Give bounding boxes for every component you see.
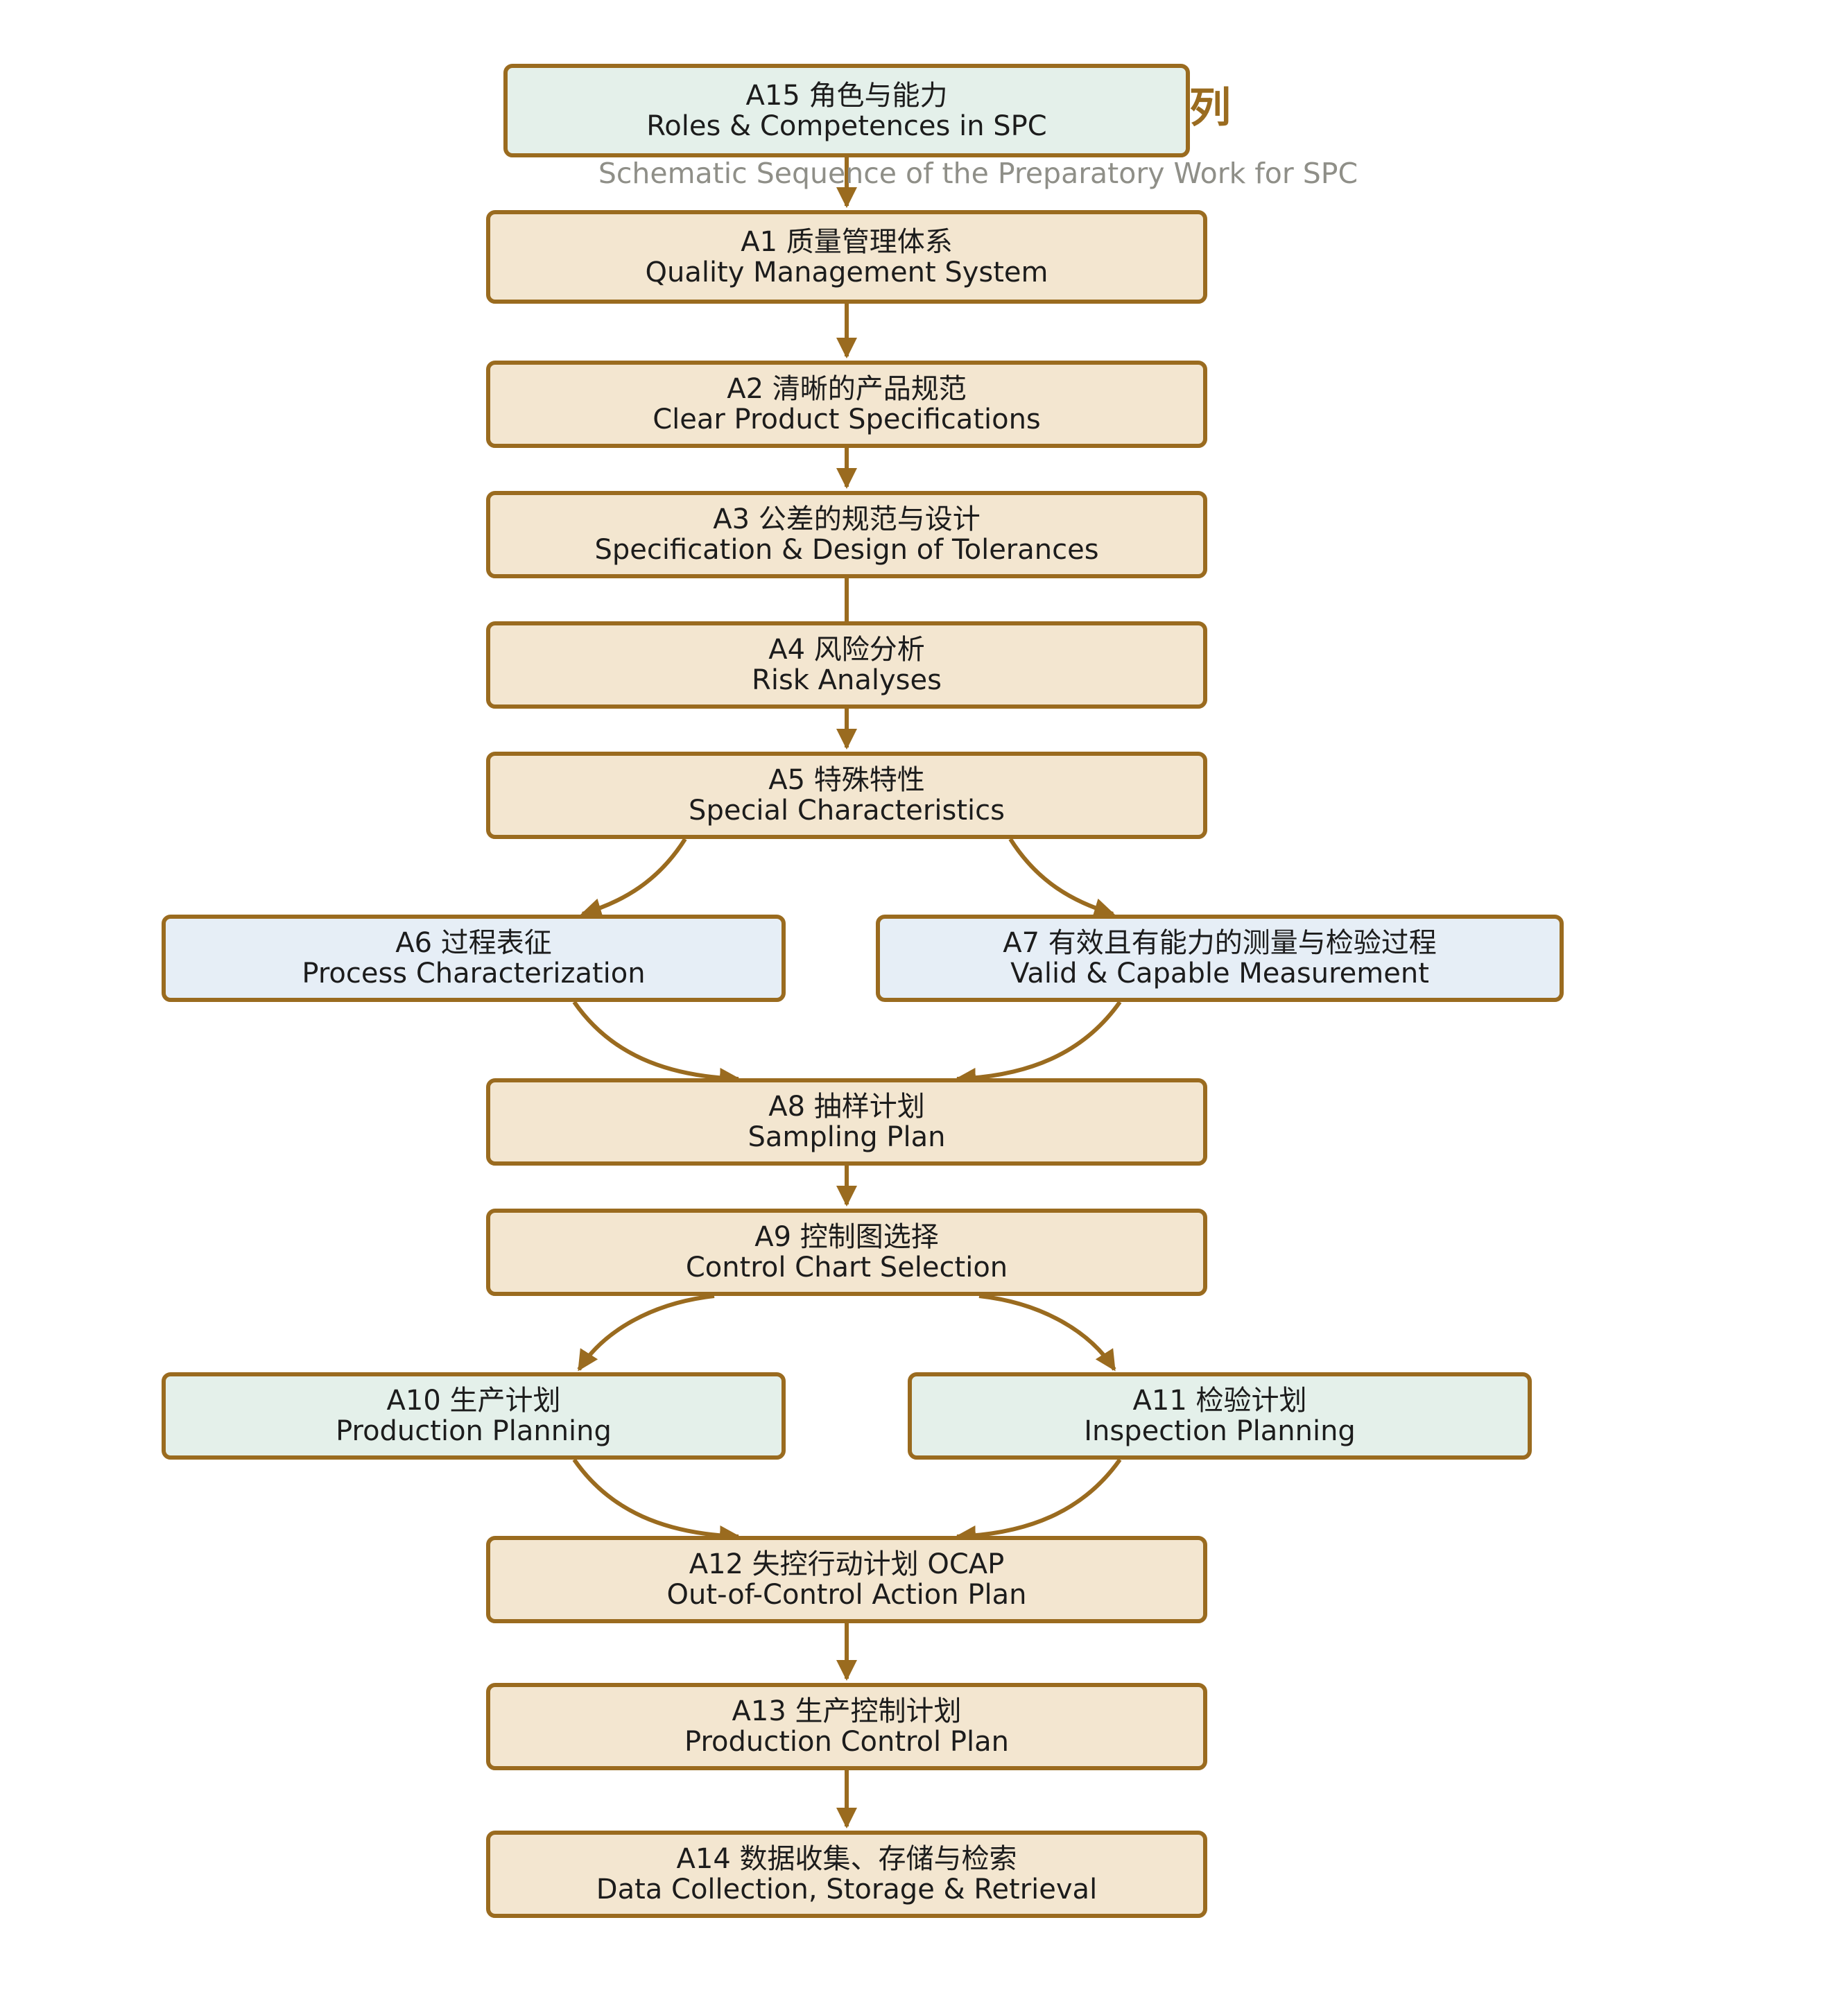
node-a8-label-zh: A8 抽样计划 xyxy=(768,1091,925,1123)
node-a10-label-en: Production Planning xyxy=(336,1415,612,1447)
node-a13-production-control-plan: A13 生产控制计划 Production Control Plan xyxy=(486,1683,1207,1770)
node-a1-quality-management: A1 质量管理体系 Quality Management System xyxy=(486,210,1207,304)
node-a1-label-zh: A1 质量管理体系 xyxy=(741,225,953,258)
node-a15-label-zh: A15 角色与能力 xyxy=(745,79,948,112)
node-a11-label-en: Inspection Planning xyxy=(1084,1415,1356,1447)
node-a8-label-en: Sampling Plan xyxy=(748,1121,946,1153)
node-a9-label-zh: A9 控制图选择 xyxy=(754,1221,939,1253)
node-a4-label-zh: A4 风险分析 xyxy=(768,634,925,666)
node-a10-production-planning: A10 生产计划 Production Planning xyxy=(162,1372,786,1460)
node-a11-inspection-planning: A11 检验计划 Inspection Planning xyxy=(908,1372,1532,1460)
connector-a11-a12 xyxy=(955,1458,1122,1546)
connector-a7-a8 xyxy=(955,1001,1122,1089)
connector-a9-a10 xyxy=(577,1294,715,1372)
node-a9-control-chart-selection: A9 控制图选择 Control Chart Selection xyxy=(486,1209,1207,1296)
node-a9-label-en: Control Chart Selection xyxy=(685,1252,1008,1283)
node-a4-label-en: Risk Analyses xyxy=(752,664,942,696)
diagram-title-fragment: 列 xyxy=(1189,84,1231,132)
node-a8-sampling-plan: A8 抽样计划 Sampling Plan xyxy=(486,1078,1207,1166)
node-a10-label-zh: A10 生产计划 xyxy=(386,1385,561,1417)
node-a15-roles-competences: A15 角色与能力 Roles & Competences in SPC xyxy=(503,64,1190,157)
node-a2-label-zh: A2 清晰的产品规范 xyxy=(727,373,967,405)
connector-a5-a6 xyxy=(580,838,687,919)
node-a13-label-zh: A13 生产控制计划 xyxy=(732,1695,962,1727)
node-a7-label-zh: A7 有效且有能力的测量与检验过程 xyxy=(1003,927,1437,959)
node-a6-process-characterization: A6 过程表征 Process Characterization xyxy=(162,915,786,1002)
node-a1-label-en: Quality Management System xyxy=(645,256,1048,288)
node-a12-ocap: A12 失控行动计划 OCAP Out-of-Control Action Pl… xyxy=(486,1536,1207,1623)
node-a13-label-en: Production Control Plan xyxy=(684,1726,1009,1758)
connector-a9-a11 xyxy=(978,1294,1116,1372)
node-a14-label-zh: A14 数据收集、存储与检索 xyxy=(676,1843,1017,1875)
node-a14-data-collection: A14 数据收集、存储与检索 Data Collection, Storage … xyxy=(486,1831,1207,1918)
node-a5-special-characteristics: A5 特殊特性 Special Characteristics xyxy=(486,752,1207,839)
node-a12-label-zh: A12 失控行动计划 OCAP xyxy=(689,1548,1005,1580)
diagram-subtitle: Schematic Sequence of the Preparatory Wo… xyxy=(598,157,1358,190)
node-a5-label-zh: A5 特殊特性 xyxy=(768,764,925,796)
node-a12-label-en: Out-of-Control Action Plan xyxy=(666,1579,1027,1611)
node-a7-measurement: A7 有效且有能力的测量与检验过程 Valid & Capable Measur… xyxy=(876,915,1564,1002)
node-a6-label-en: Process Characterization xyxy=(302,958,646,989)
node-a2-label-en: Clear Product Specifications xyxy=(653,404,1041,435)
node-a15-label-en: Roles & Competences in SPC xyxy=(646,110,1047,142)
node-a11-label-zh: A11 检验计划 xyxy=(1132,1385,1307,1417)
node-a5-label-en: Special Characteristics xyxy=(689,795,1005,827)
connector-a5-a7 xyxy=(1008,838,1115,919)
node-a3-label-zh: A3 公差的规范与设计 xyxy=(713,503,981,535)
node-a3-label-en: Specification & Design of Tolerances xyxy=(594,534,1099,566)
node-a4-risk-analyses: A4 风险分析 Risk Analyses xyxy=(486,621,1207,709)
node-a2-product-specifications: A2 清晰的产品规范 Clear Product Specifications xyxy=(486,361,1207,448)
node-a6-label-zh: A6 过程表征 xyxy=(395,927,552,959)
node-a7-label-en: Valid & Capable Measurement xyxy=(1010,958,1429,989)
connector-a10-a12 xyxy=(572,1458,741,1546)
node-a3-tolerances: A3 公差的规范与设计 Specification & Design of To… xyxy=(486,491,1207,578)
connector-a6-a8 xyxy=(572,1001,741,1089)
node-a14-label-en: Data Collection, Storage & Retrieval xyxy=(596,1874,1098,1905)
